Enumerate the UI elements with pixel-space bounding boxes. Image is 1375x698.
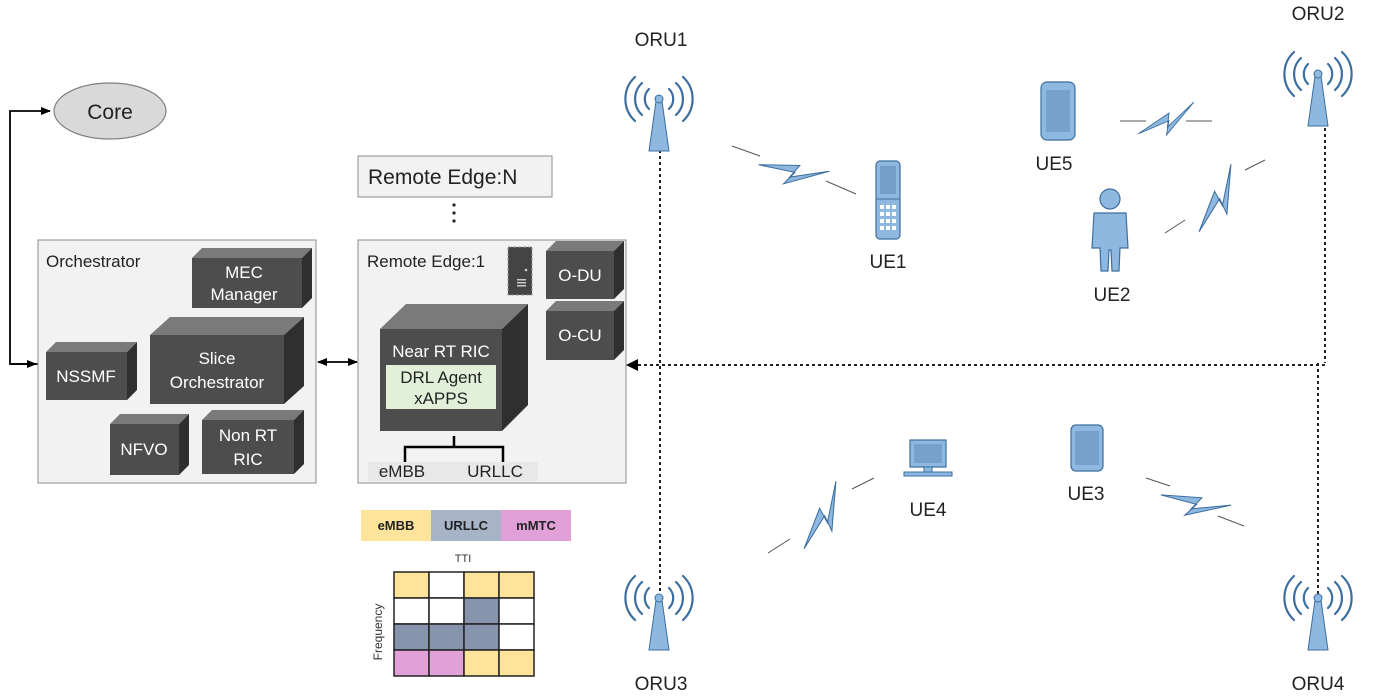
mec-manager-box: MEC Manager xyxy=(192,248,312,308)
nssmf-label: NSSMF xyxy=(56,367,116,386)
o-cu-label: O-CU xyxy=(558,326,601,345)
ue5-tablet-icon xyxy=(1040,81,1076,141)
drl-agent-line1: DRL Agent xyxy=(400,368,482,387)
grid-cell-mmtc xyxy=(428,649,465,677)
grid-cell-urllc xyxy=(463,623,500,651)
grid-cell-empty xyxy=(428,597,465,625)
oru1-label: ORU1 xyxy=(635,30,688,51)
slice-label-bar xyxy=(368,462,538,481)
fronthaul-arrowhead xyxy=(626,359,638,371)
slice-urllc-label: URLLC xyxy=(467,462,523,481)
ue2-label: UE2 xyxy=(1094,285,1131,306)
wireless-link-oru1-ue1 xyxy=(731,145,857,195)
resource-grid xyxy=(393,571,535,677)
non-rt-ric-line2: RIC xyxy=(233,450,262,469)
grid-cell-embb xyxy=(463,571,500,599)
ue1-label: UE1 xyxy=(870,252,907,273)
ue4-label: UE4 xyxy=(910,500,947,521)
ue2-person-icon xyxy=(1091,188,1129,272)
grid-cell-empty xyxy=(498,623,535,651)
non-rt-ric-box: Non RT RIC xyxy=(202,410,304,474)
grid-cell-urllc xyxy=(428,623,465,651)
legend-mmtc-label: mMTC xyxy=(516,518,556,533)
ue4-computer-icon xyxy=(903,439,953,477)
slice-embb-label: eMBB xyxy=(379,462,425,481)
drl-agent-box xyxy=(386,365,496,409)
wireless-link-ue3-oru4 xyxy=(1145,477,1245,529)
o-du-label: O-DU xyxy=(558,266,601,285)
orchestrator-title: Orchestrator xyxy=(46,252,141,271)
oru3-label: ORU3 xyxy=(635,674,688,695)
ue5-label: UE5 xyxy=(1036,154,1073,175)
slice-legend: eMBB URLLC mMTC xyxy=(361,510,571,541)
nssmf-box: NSSMF xyxy=(46,342,137,400)
grid-ylabel: Frequency xyxy=(371,604,385,661)
grid-cell-urllc xyxy=(393,623,430,651)
grid-cell-empty xyxy=(498,597,535,625)
legend-urllc-swatch xyxy=(431,510,501,541)
remote-edge-n-box xyxy=(357,155,553,198)
legend-urllc-label: URLLC xyxy=(444,518,489,533)
grid-cell-embb xyxy=(498,571,535,599)
legend-mmtc-swatch xyxy=(501,510,571,541)
slice-orchestrator-line2: Orchestrator xyxy=(170,373,265,392)
mec-manager-line2: Manager xyxy=(210,285,277,304)
oru4-label: ORU4 xyxy=(1292,674,1345,695)
o-cu-box: O-CU xyxy=(546,301,624,360)
remote-edge-n-label: Remote Edge:N xyxy=(368,166,517,189)
wireless-link-ue5-oru2 xyxy=(1120,101,1212,145)
slice-orchestrator-box: Slice Orchestrator xyxy=(150,317,304,404)
grid-cell-urllc xyxy=(463,597,500,625)
slice-bracket xyxy=(403,436,505,462)
core-label: Core xyxy=(87,101,133,124)
wireless-link-oru3-ue4 xyxy=(767,477,875,557)
wireless-link-ue2-oru2 xyxy=(1164,159,1266,240)
remote-edge-1-title: Remote Edge:1 xyxy=(367,252,485,271)
core-node xyxy=(53,82,167,140)
remote-edge-ellipsis xyxy=(452,203,456,223)
mec-manager-line1: MEC xyxy=(225,263,263,282)
grid-cell-embb xyxy=(393,571,430,599)
legend-embb-swatch xyxy=(361,510,431,541)
server-icon xyxy=(507,246,533,296)
oru2-antenna-icon xyxy=(1283,50,1353,128)
near-rt-ric-label: Near RT RIC xyxy=(392,342,490,361)
near-rt-ric-box: Near RT RIC DRL Agent xAPPS xyxy=(380,304,528,431)
grid-cell-embb xyxy=(498,649,535,677)
fronthaul-lines xyxy=(636,122,1326,600)
grid-cell-empty xyxy=(428,571,465,599)
legend-embb-label: eMBB xyxy=(378,518,415,533)
oru3-antenna-icon xyxy=(624,574,694,652)
nfvo-box: NFVO xyxy=(110,414,189,475)
oru2-label: ORU2 xyxy=(1292,4,1345,25)
grid-title: TTI xyxy=(455,553,472,565)
drl-agent-line2: xAPPS xyxy=(414,389,468,408)
non-rt-ric-line1: Non RT xyxy=(219,426,277,445)
ue1-phone-icon xyxy=(875,160,901,240)
grid-cell-embb xyxy=(463,649,500,677)
grid-cell-mmtc xyxy=(393,649,430,677)
ue3-tablet-icon xyxy=(1070,424,1104,472)
grid-cell-empty xyxy=(393,597,430,625)
ue3-label: UE3 xyxy=(1068,484,1105,505)
oru1-antenna-icon xyxy=(624,75,694,153)
slice-orchestrator-line1: Slice xyxy=(199,349,236,368)
nfvo-label: NFVO xyxy=(120,440,167,459)
o-du-box: O-DU xyxy=(546,241,624,299)
